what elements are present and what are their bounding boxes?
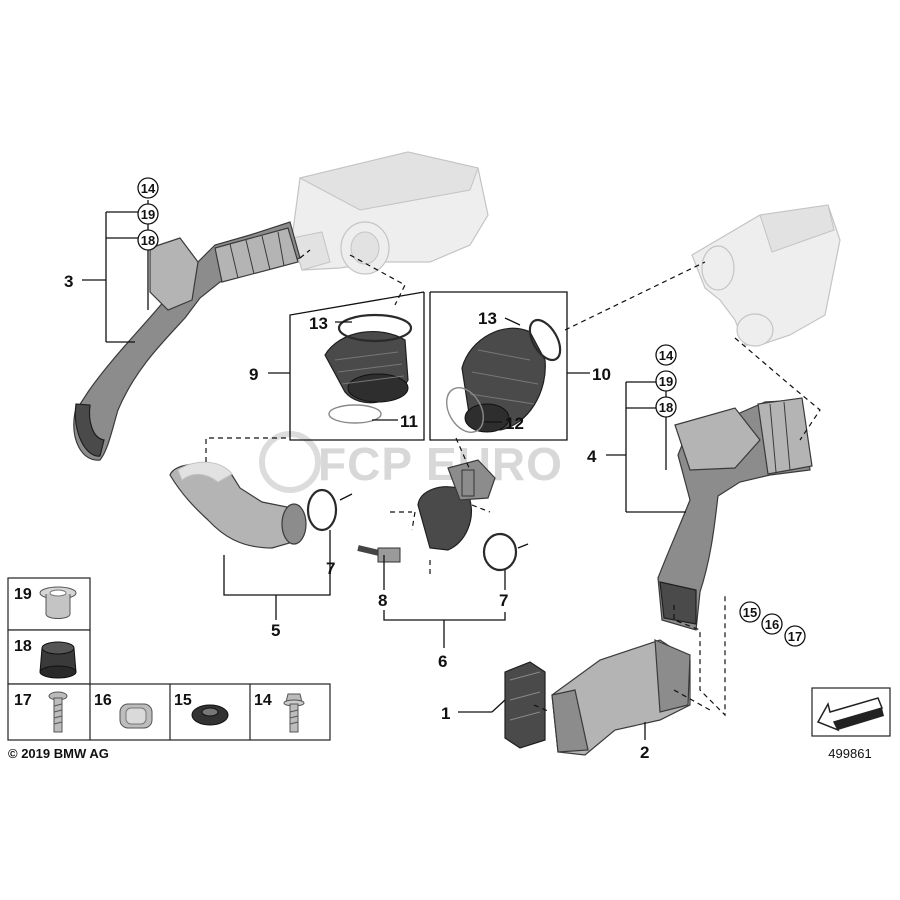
table-label-18: 18 bbox=[14, 638, 32, 655]
copyright-text: © 2019 BMW AG bbox=[8, 746, 109, 761]
table-part-17-screw bbox=[48, 691, 68, 733]
label-part-6: 6 bbox=[438, 652, 447, 671]
label-part-8: 8 bbox=[378, 591, 387, 610]
circled-callouts-right: 14 19 18 bbox=[655, 344, 677, 418]
label-part-10: 10 bbox=[592, 365, 611, 384]
table-part-16-clip bbox=[119, 703, 153, 729]
circled-19-right: 19 bbox=[659, 374, 673, 389]
circled-callouts-bottom: 15 16 17 bbox=[739, 601, 806, 647]
circled-19-left: 19 bbox=[141, 207, 155, 222]
leader-lines bbox=[82, 200, 686, 740]
label-part-9: 9 bbox=[249, 365, 258, 384]
circled-callouts-left: 14 19 18 bbox=[137, 177, 159, 251]
table-label-14: 14 bbox=[254, 692, 272, 709]
air-filter-housing-right bbox=[691, 204, 841, 347]
table-part-19-sleeve bbox=[39, 586, 77, 619]
part-8-sensor bbox=[357, 545, 401, 563]
part-6-intake-housing bbox=[417, 459, 518, 572]
air-filter-housing-left bbox=[291, 151, 489, 275]
label-part-5: 5 bbox=[271, 621, 280, 640]
label-part-2: 2 bbox=[640, 743, 649, 762]
circled-16-bottom: 16 bbox=[765, 617, 779, 632]
part-2-intake-duct bbox=[551, 639, 691, 756]
part-9-intake-boot bbox=[324, 313, 413, 424]
part-4-intake-duct bbox=[657, 397, 813, 631]
table-part-14-bolt bbox=[283, 693, 305, 733]
part-1-inlet-grille bbox=[504, 661, 546, 749]
circled-18-left: 18 bbox=[141, 233, 155, 248]
part-5-intake-pipe bbox=[169, 461, 338, 549]
circled-14-right: 14 bbox=[659, 348, 674, 363]
part-10-intake-boot bbox=[445, 318, 562, 433]
orientation-box bbox=[811, 687, 891, 737]
circled-18-right: 18 bbox=[659, 400, 673, 415]
watermark-text: FCP EURO bbox=[318, 438, 563, 490]
table-label-19: 19 bbox=[14, 586, 32, 603]
table-label-15: 15 bbox=[174, 692, 192, 709]
circled-17-bottom: 17 bbox=[788, 629, 802, 644]
label-part-3: 3 bbox=[64, 272, 73, 291]
label-part-4: 4 bbox=[587, 447, 597, 466]
table-part-18-bushing bbox=[39, 641, 77, 679]
label-part-12: 12 bbox=[505, 414, 524, 433]
label-part-7-left: 7 bbox=[326, 559, 335, 578]
table-part-15-grommet bbox=[191, 704, 229, 726]
part-3-intake-duct bbox=[73, 221, 301, 461]
circled-14-left: 14 bbox=[141, 181, 156, 196]
circled-15-bottom: 15 bbox=[743, 605, 757, 620]
label-part-11: 11 bbox=[400, 412, 418, 431]
label-part-7-right: 7 bbox=[499, 591, 508, 610]
label-part-1: 1 bbox=[441, 704, 450, 723]
watermark: FCP EURO bbox=[259, 431, 563, 493]
label-part-13-left: 13 bbox=[309, 314, 328, 333]
watermark-logo-icon bbox=[259, 431, 321, 493]
table-label-17: 17 bbox=[14, 692, 32, 709]
small-parts-table: 19 18 17 16 15 14 bbox=[7, 577, 331, 741]
table-label-16: 16 bbox=[94, 692, 112, 709]
diagram-number: 499861 bbox=[828, 746, 871, 761]
dashed-connectors bbox=[205, 249, 821, 717]
label-part-13-right: 13 bbox=[478, 309, 497, 328]
